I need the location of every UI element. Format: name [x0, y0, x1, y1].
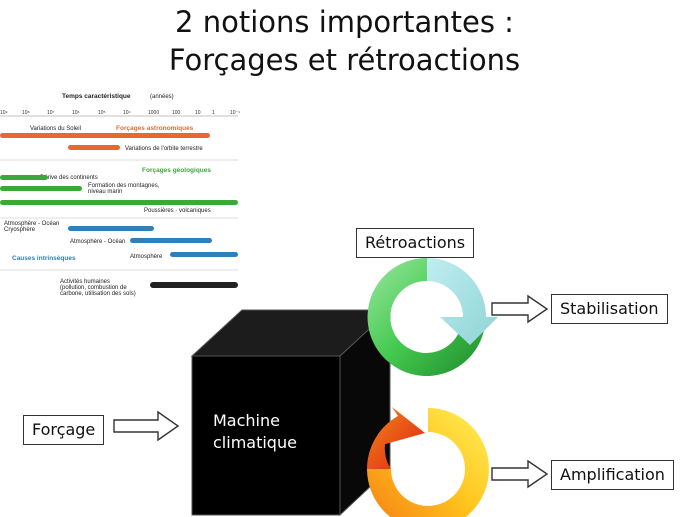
bar-label-atm-ocean-1: Atmosphère - Océan — [4, 221, 59, 227]
bar-soleil — [0, 133, 210, 138]
tick-label: 10⁴ — [123, 110, 131, 116]
bar-derive — [0, 175, 48, 180]
section-title-astronomiques: Forçages astronomiques — [116, 125, 194, 132]
timescale-chart-unit: (années) — [150, 94, 174, 100]
tick-label: 10⁻¹ — [230, 110, 240, 116]
machine-label-line-1: Machine — [213, 411, 280, 430]
stabilisation-arrow — [491, 294, 549, 324]
tick-label: 10⁶ — [72, 110, 80, 116]
forcage-label: Forçage — [23, 415, 105, 445]
machine-climatique-label: Machine climatique — [213, 410, 297, 454]
section-title-intrinseques: Causes intrinsèques — [12, 255, 76, 262]
timescale-chart-title: Temps caractéristique — [62, 93, 131, 100]
amplification-arrow — [491, 459, 549, 489]
bar-label-humain-3: carbone, utilisation des sols) — [60, 291, 136, 297]
tick-label: 10⁹ — [0, 110, 8, 116]
machine-label-line-2: climatique — [213, 433, 297, 452]
tick-label: 10⁸ — [22, 110, 30, 116]
bar-label-humain-1: Activités humaines — [60, 279, 110, 285]
bar-atm-ocean-cryo — [68, 226, 154, 231]
bar-montagnes — [0, 186, 82, 191]
bar-label-volcan: Poussières · volcaniques — [144, 208, 211, 214]
bar-label-derive: Dérive des continents — [40, 175, 98, 181]
tick-label: 1 — [212, 110, 215, 116]
bar-label-montagnes-1: Formation des montagnes, — [88, 183, 160, 189]
bar-atmosphere — [170, 252, 238, 257]
page-title-line-1: 2 notions importantes : — [175, 5, 514, 39]
timescale-ticks: 10⁹ 10⁸ 10⁷ 10⁶ 10⁵ 10⁴ 1000 100 10 1 10… — [0, 110, 240, 116]
bar-humain — [150, 282, 238, 288]
bar-label-atm: Atmosphère — [130, 254, 163, 260]
page-title-line-2: Forçages et rétroactions — [168, 43, 521, 77]
forcage-arrow — [113, 410, 180, 442]
bar-atm-ocean — [130, 238, 212, 243]
amplification-label: Amplification — [551, 460, 674, 490]
bar-label-orbite: Variations de l'orbite terrestre — [125, 146, 203, 152]
tick-label: 10⁵ — [98, 110, 106, 116]
retroactions-label: Rétroactions — [356, 228, 475, 258]
bar-label-humain-2: (pollution, combustion de — [60, 285, 127, 291]
bar-volcan — [0, 200, 238, 205]
tick-label: 100 — [172, 110, 181, 116]
tick-label: 10⁷ — [47, 110, 55, 116]
stabilisation-label: Stabilisation — [551, 294, 668, 324]
tick-label: 10 — [195, 110, 201, 116]
bar-label-atm-ocean-b: Atmosphère - Océan — [70, 239, 125, 245]
timescale-chart: Temps caractéristique (années) 10⁹ 10⁸ 1… — [0, 93, 240, 297]
bar-orbite — [68, 145, 120, 150]
bar-label-montagnes-2: niveau marin — [88, 189, 122, 195]
bar-label-soleil: Variations du Soleil — [30, 126, 81, 132]
positive-feedback-cycle-icon — [367, 407, 489, 517]
bar-label-atm-ocean-2: Cryosphère — [4, 227, 36, 233]
tick-label: 1000 — [148, 110, 159, 116]
negative-feedback-cycle-icon — [367, 257, 498, 376]
section-title-geologiques: Forçages géologiques — [142, 167, 211, 174]
